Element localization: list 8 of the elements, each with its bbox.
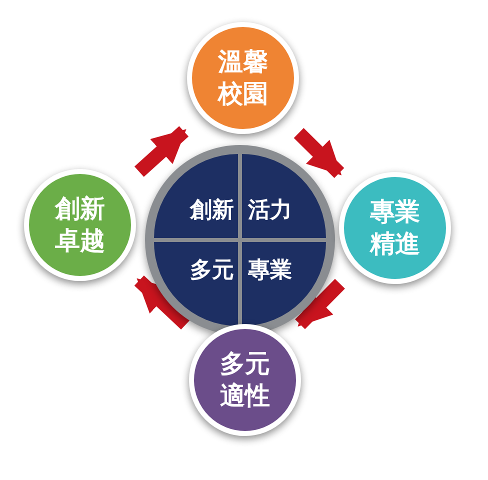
quadrant-label: 專業 [248, 257, 292, 285]
quadrant-label: 創新 [190, 197, 234, 225]
quadrant-label: 活力 [248, 197, 292, 225]
quadrant-label: 多元 [190, 257, 234, 285]
arrow [295, 278, 345, 330]
arrow [134, 275, 191, 330]
arrow [134, 126, 189, 177]
arrow [294, 128, 344, 178]
